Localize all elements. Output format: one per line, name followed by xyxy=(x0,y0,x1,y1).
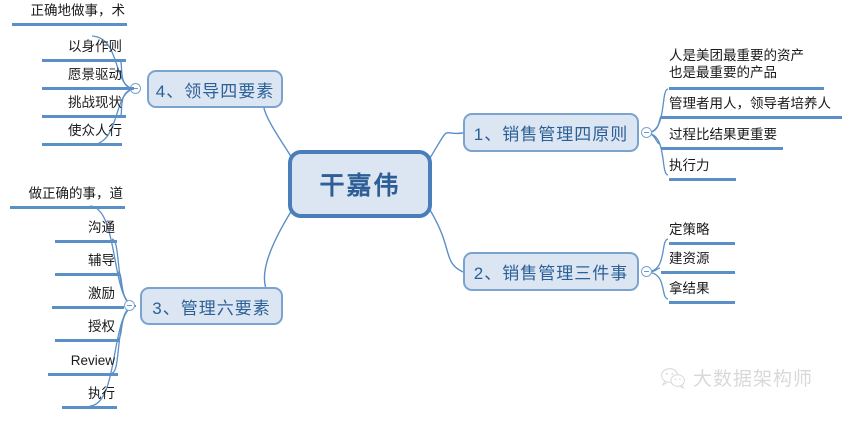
leaf-underline xyxy=(55,339,120,342)
leaf-item[interactable]: 以身作则 xyxy=(68,39,122,54)
leaf-underline xyxy=(42,143,122,146)
branch-node-label: 3、管理六要素 xyxy=(152,298,271,318)
leaf-item[interactable]: 使众人行 xyxy=(68,123,122,138)
leaf-item[interactable]: 建资源 xyxy=(669,251,710,266)
leaf-item[interactable]: 沟通 xyxy=(88,220,115,235)
branch-node-label: 4、领导四要素 xyxy=(155,81,275,101)
leaf-item[interactable]: 做正确的事，道 xyxy=(28,186,124,201)
collapse-toggle-sales-management-four-principles[interactable] xyxy=(641,127,652,138)
leaf-underline xyxy=(55,240,117,243)
leaf-item[interactable]: 愿景驱动 xyxy=(68,67,122,82)
leaf-underline xyxy=(10,206,125,209)
leaf-item[interactable]: 挑战现状 xyxy=(68,95,122,110)
leaf-underline xyxy=(661,147,783,150)
wechat-icon xyxy=(660,367,686,389)
collapse-toggle-sales-management-three-things[interactable] xyxy=(641,266,652,277)
leaf-item[interactable]: 正确地做事，术 xyxy=(30,3,126,18)
leaf-item[interactable]: 执行 xyxy=(88,386,115,401)
branch-node-label: 2、销售管理三件事 xyxy=(473,264,629,283)
watermark: 大数据架构师 xyxy=(660,364,813,391)
leaf-item[interactable]: 拿结果 xyxy=(669,281,710,296)
branch-node-sales-management-four-principles[interactable]: 1、销售管理四原则 xyxy=(463,113,639,152)
branch-node-label: 1、销售管理四原则 xyxy=(473,125,629,144)
leaf-underline xyxy=(669,242,735,245)
leaf-item[interactable]: 人是美团最重要的资产 也是最重要的产品 xyxy=(669,48,804,80)
watermark-text: 大数据架构师 xyxy=(693,369,814,390)
leaf-underline xyxy=(661,116,842,119)
leaf-underline xyxy=(12,23,127,26)
leaf-underline xyxy=(669,178,736,181)
leaf-item[interactable]: 过程比结果更重要 xyxy=(669,127,777,142)
leaf-item[interactable]: 激励 xyxy=(88,286,115,301)
leaf-item[interactable]: 定策略 xyxy=(669,222,710,237)
leaf-underline xyxy=(48,373,118,376)
branch-node-sales-management-three-things[interactable]: 2、销售管理三件事 xyxy=(463,252,639,291)
leaf-item[interactable]: 辅导 xyxy=(88,253,115,268)
central-node[interactable]: 干嘉伟 xyxy=(288,150,432,218)
leaf-item[interactable]: 授权 xyxy=(88,319,115,334)
branch-node-management-six-elements[interactable]: 3、管理六要素 xyxy=(140,287,283,325)
leaf-underline xyxy=(42,115,126,118)
branch-node-leadership-four-elements[interactable]: 4、领导四要素 xyxy=(147,70,283,108)
leaf-underline xyxy=(62,406,117,409)
leaf-item[interactable]: 执行力 xyxy=(669,158,710,173)
leaf-item[interactable]: Review xyxy=(70,353,115,368)
central-node-label: 干嘉伟 xyxy=(319,172,401,200)
leaf-item[interactable]: 管理者用人，领导者培养人 xyxy=(669,96,831,111)
leaf-underline xyxy=(52,306,124,309)
leaf-underline xyxy=(669,87,824,90)
leaf-underline xyxy=(42,59,126,62)
leaf-underline xyxy=(669,301,735,304)
leaf-underline xyxy=(55,273,120,276)
leaf-underline xyxy=(661,271,735,274)
leaf-underline xyxy=(42,87,134,90)
collapse-toggle-management-six-elements[interactable] xyxy=(124,300,135,311)
